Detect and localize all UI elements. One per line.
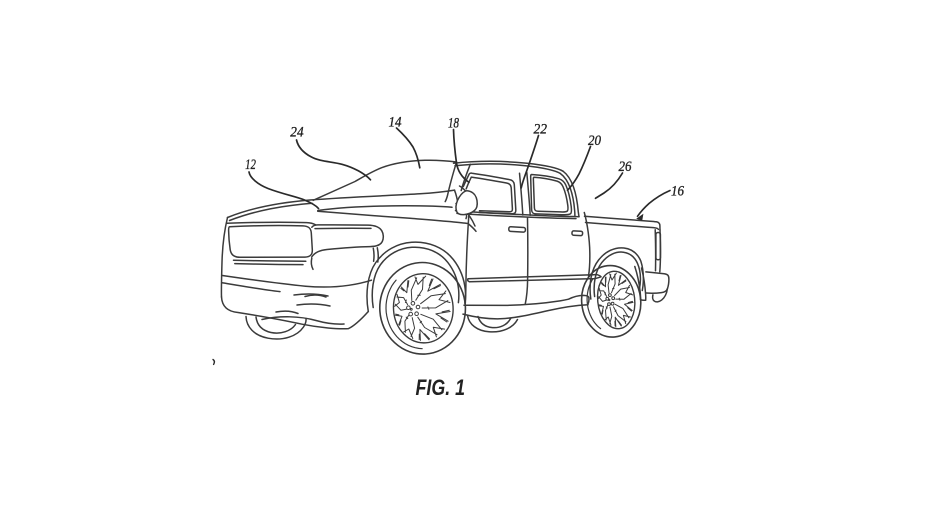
- svg-text:16: 16: [671, 184, 684, 200]
- svg-text:14: 14: [389, 114, 402, 130]
- svg-text:12: 12: [245, 157, 256, 173]
- svg-text:24: 24: [290, 125, 304, 141]
- svg-text:26: 26: [619, 159, 632, 175]
- svg-text:20: 20: [588, 133, 601, 149]
- svg-text:FIG. 1: FIG. 1: [416, 375, 466, 400]
- svg-text:22: 22: [534, 121, 548, 137]
- svg-text:18: 18: [448, 115, 459, 131]
